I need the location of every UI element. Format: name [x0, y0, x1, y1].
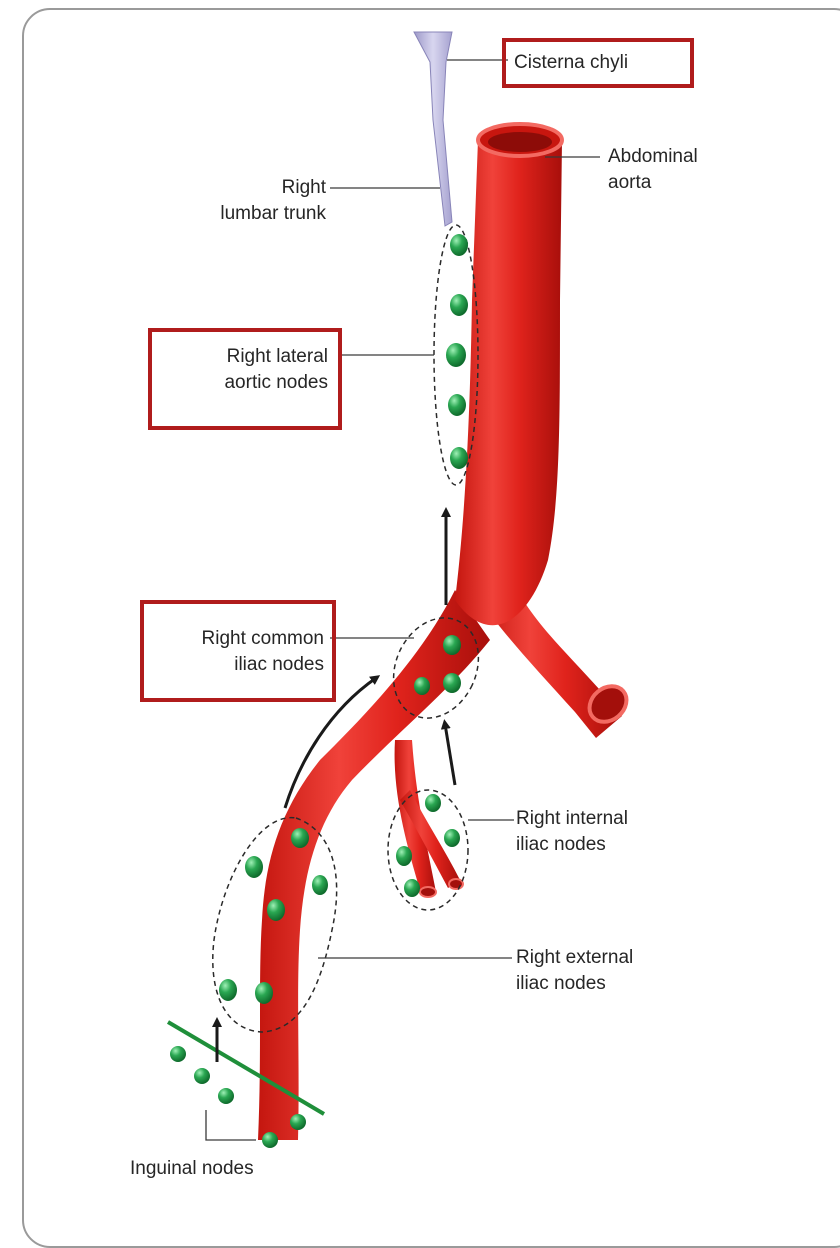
internal-iliac-lumen [420, 887, 436, 897]
inguinal-ligament-line [168, 1022, 324, 1114]
abdominal-aorta [455, 140, 562, 625]
lymph-node [450, 294, 468, 316]
lymph-node [443, 673, 461, 693]
lymph-node [290, 1114, 306, 1130]
lymph-node [218, 1088, 234, 1104]
label-right-lumbar-trunk-line2: lumbar trunk [160, 201, 326, 227]
flow-arrow-internal-to-common [445, 724, 455, 785]
lymph-node [450, 234, 468, 256]
label-cisterna-chyli: Cisterna chyli [514, 50, 628, 76]
lymph-node [267, 899, 285, 921]
internal-iliac-branch-lumen [449, 879, 463, 889]
lymph-node [425, 794, 441, 812]
lymph-node [404, 879, 420, 897]
lymph-node [396, 846, 412, 866]
aorta-lumen-inner [488, 132, 552, 152]
lymph-node [448, 394, 466, 416]
label-right-internal-iliac-nodes-line2: iliac nodes [516, 832, 628, 858]
cisterna-chyli-vessel [414, 32, 452, 226]
lymph-node [444, 829, 460, 847]
lateral-aortic-nodes [446, 234, 468, 469]
lymph-node [450, 447, 468, 469]
lymph-node [194, 1068, 210, 1084]
label-abdominal-aorta: Abdominal aorta [608, 144, 698, 196]
label-abdominal-aorta-line2: aorta [608, 170, 698, 196]
label-inguinal-nodes: Inguinal nodes [130, 1156, 254, 1182]
lymph-node [446, 343, 466, 367]
diagram-stage: Cisterna chyli Abdominal aorta Right lum… [0, 0, 840, 1193]
lymph-node [312, 875, 328, 895]
lymph-node [245, 856, 263, 878]
label-cisterna-chyli-text: Cisterna chyli [514, 50, 628, 76]
lymph-node [443, 635, 461, 655]
label-right-lateral-aortic-nodes: Right lateral aortic nodes [158, 344, 328, 396]
lymph-node [170, 1046, 186, 1062]
label-right-lateral-aortic-nodes-line2: aortic nodes [158, 370, 328, 396]
anatomy-illustration [0, 0, 840, 1193]
label-right-common-iliac-nodes-line1: Right common [150, 626, 324, 652]
label-right-internal-iliac-nodes: Right internal iliac nodes [516, 806, 628, 858]
label-inguinal-nodes-text: Inguinal nodes [130, 1156, 254, 1182]
label-right-external-iliac-nodes: Right external iliac nodes [516, 945, 633, 997]
leader-inguinal-nodes [206, 1110, 256, 1140]
label-abdominal-aorta-line1: Abdominal [608, 144, 698, 170]
label-right-internal-iliac-nodes-line1: Right internal [516, 806, 628, 832]
lymph-node [262, 1132, 278, 1148]
lymph-node [255, 982, 273, 1004]
lymph-node [414, 677, 430, 695]
lymph-node [291, 828, 309, 848]
label-right-lumbar-trunk: Right lumbar trunk [160, 175, 326, 227]
label-right-external-iliac-nodes-line2: iliac nodes [516, 971, 633, 997]
label-right-lateral-aortic-nodes-line1: Right lateral [158, 344, 328, 370]
label-right-common-iliac-nodes: Right common iliac nodes [150, 626, 324, 678]
label-right-common-iliac-nodes-line2: iliac nodes [150, 652, 324, 678]
lymph-node [219, 979, 237, 1001]
label-right-external-iliac-nodes-line1: Right external [516, 945, 633, 971]
label-right-lumbar-trunk-line1: Right [160, 175, 326, 201]
